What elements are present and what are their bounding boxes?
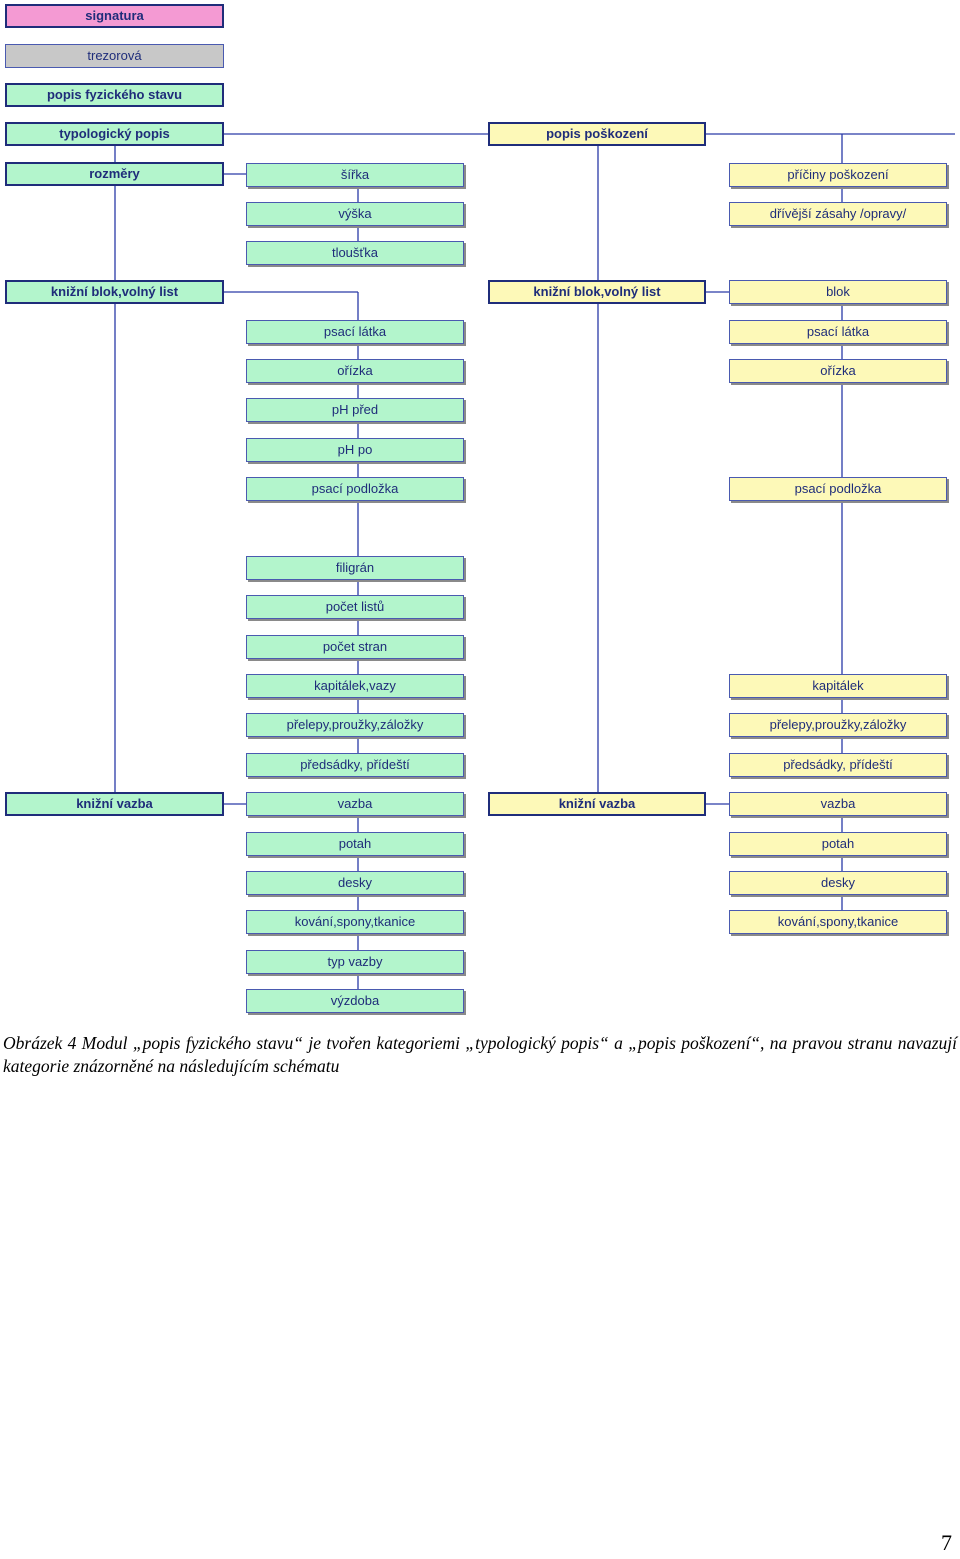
node-prelepy: přelepy,proužky,záložky	[246, 713, 464, 737]
node-damage-knizni-blok: knižní blok,volný list	[488, 280, 706, 304]
node-popis-poskozeni: popis poškození	[488, 122, 706, 146]
node-r-psaci-latka: psací látka	[729, 320, 947, 344]
node-sirka: šířka	[246, 163, 464, 187]
node-r-psaci-podlozka: psací podložka	[729, 477, 947, 501]
node-trezorova: trezorová	[5, 44, 224, 68]
node-typologicky-popis: typologický popis	[5, 122, 224, 146]
node-r-potah: potah	[729, 832, 947, 856]
node-r-predsadky: předsádky, přídeští	[729, 753, 947, 777]
node-r-kapitalek: kapitálek	[729, 674, 947, 698]
page-number: 7	[941, 1530, 952, 1555]
node-r-vazba: vazba	[729, 792, 947, 816]
node-vyzdoba: výzdoba	[246, 989, 464, 1013]
node-r-prelepy: přelepy,proužky,záložky	[729, 713, 947, 737]
node-ph-po: pH po	[246, 438, 464, 462]
node-rozmery: rozměry	[5, 162, 224, 186]
node-orizka: ořízka	[246, 359, 464, 383]
node-priciny-poskozeni: příčiny poškození	[729, 163, 947, 187]
node-ph-pred: pH před	[246, 398, 464, 422]
node-typ-vazby: typ vazby	[246, 950, 464, 974]
node-potah: potah	[246, 832, 464, 856]
node-signatura: signatura	[5, 4, 224, 28]
node-kovani: kování,spony,tkanice	[246, 910, 464, 934]
node-r-blok: blok	[729, 280, 947, 304]
connector-lines	[114, 133, 955, 989]
node-vazba: vazba	[246, 792, 464, 816]
node-kapitalek-vazy: kapitálek,vazy	[246, 674, 464, 698]
node-r-desky: desky	[729, 871, 947, 895]
node-knizni-vazba: knižní vazba	[5, 792, 224, 816]
node-r-kovani: kování,spony,tkanice	[729, 910, 947, 934]
node-vyska: výška	[246, 202, 464, 226]
node-pocet-listu: počet listů	[246, 595, 464, 619]
node-filigran: filigrán	[246, 556, 464, 580]
node-predsadky: předsádky, přídeští	[246, 753, 464, 777]
node-popis-fyzickeho-stavu: popis fyzického stavu	[5, 83, 224, 107]
node-tloustka: tloušťka	[246, 241, 464, 265]
node-pocet-stran: počet stran	[246, 635, 464, 659]
figure-caption: Obrázek 4 Modul „popis fyzického stavu“ …	[3, 1033, 957, 1076]
physical-description-diagram: signatura trezorová popis fyzického stav…	[5, 4, 955, 1013]
node-psaci-podlozka: psací podložka	[246, 477, 464, 501]
node-drivejsi-zasahy: dřívější zásahy /opravy/	[729, 202, 947, 226]
node-desky: desky	[246, 871, 464, 895]
node-damage-knizni-vazba: knižní vazba	[488, 792, 706, 816]
node-knizni-blok: knižní blok,volný list	[5, 280, 224, 304]
node-r-orizka: ořízka	[729, 359, 947, 383]
node-psaci-latka: psací látka	[246, 320, 464, 344]
